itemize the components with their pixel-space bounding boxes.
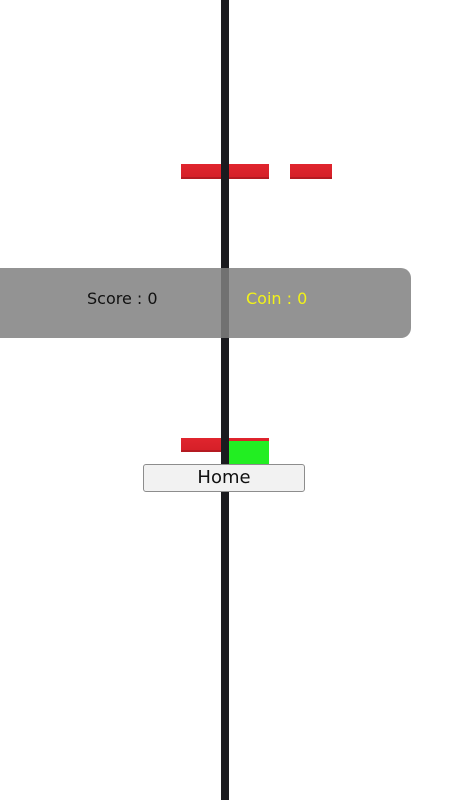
- obstacle-block-upper-right: [290, 164, 332, 179]
- coin-label: Coin : 0: [246, 289, 308, 308]
- score-label: Score : 0: [87, 289, 158, 308]
- score-panel: [0, 268, 411, 338]
- player-block: [229, 441, 269, 465]
- center-pole: [221, 0, 229, 800]
- obstacle-block-upper-left: [181, 164, 221, 179]
- obstacle-block-upper-middle: [229, 164, 269, 179]
- home-button[interactable]: Home: [143, 464, 305, 492]
- obstacle-block-lower-left: [181, 438, 221, 452]
